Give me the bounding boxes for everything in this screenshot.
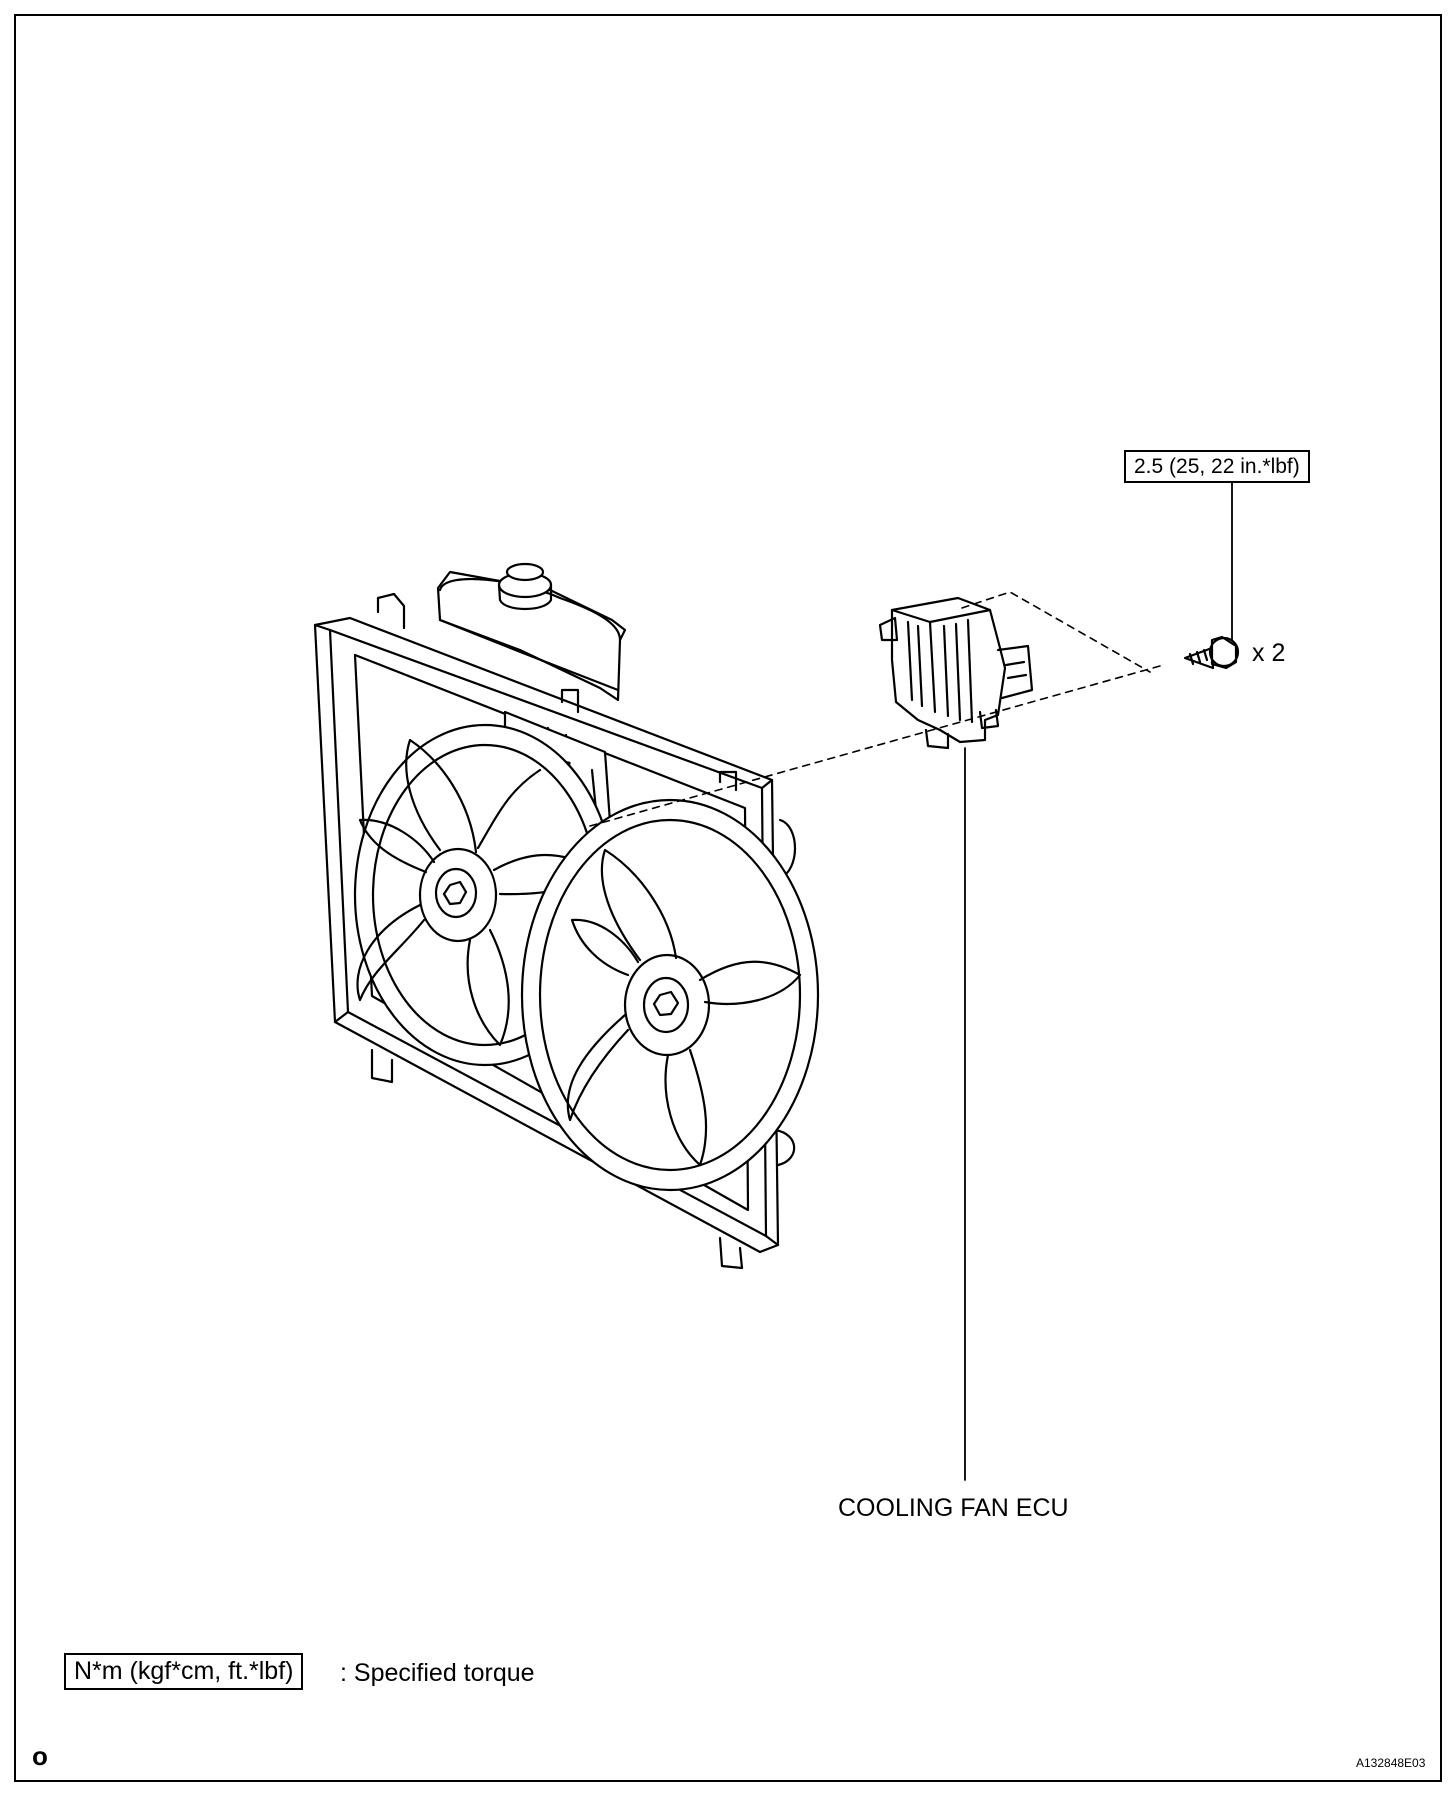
leader-lines [964,477,1233,1481]
diagram-frame [14,14,1442,1782]
torque-legend-text: : Specified torque [340,1659,535,1687]
cooling-fan-assembly-icon [313,592,820,1270]
reserve-tank-icon [436,562,627,702]
torque-spec-callout: 2.5 (25, 22 in.*lbf) [1124,450,1310,483]
alignment-lines [589,591,1161,827]
cooling-fan-ecu-label: COOLING FAN ECU [838,1494,1069,1522]
corner-mark: o [32,1741,48,1771]
bolt-quantity-label: x 2 [1252,639,1286,667]
bolt-icon [1183,635,1240,670]
cooling-fan-ecu-icon [878,596,1034,750]
torque-legend-box: N*m (kgf*cm, ft.*lbf) [64,1653,304,1690]
figure-id: A132848E03 [1356,1756,1426,1770]
